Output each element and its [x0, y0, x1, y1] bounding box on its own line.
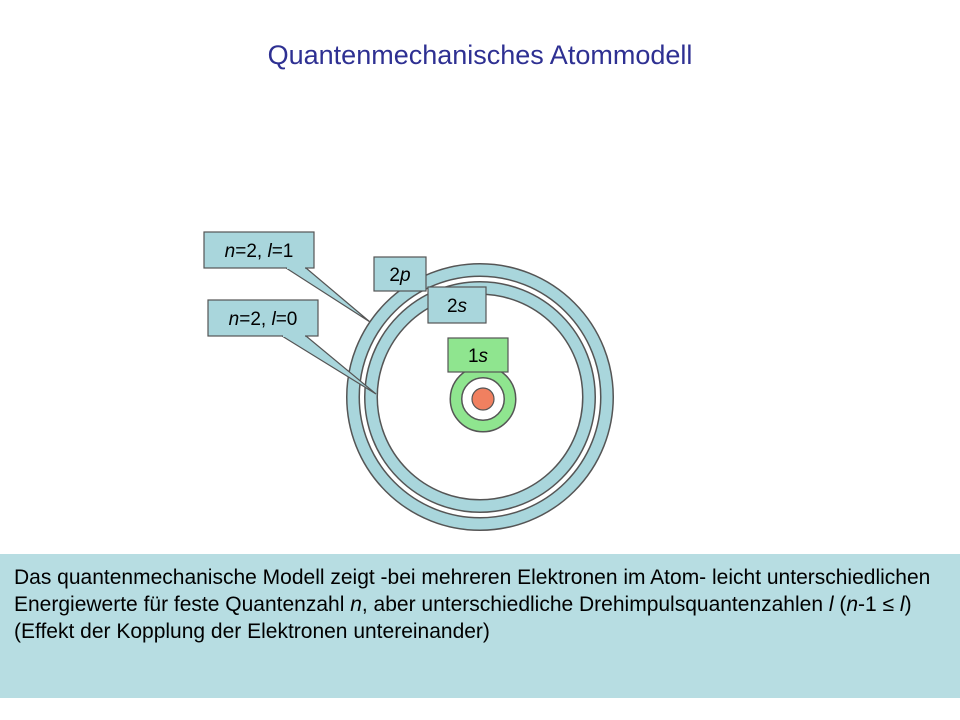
- orbital-2s-box: [427, 286, 487, 324]
- caption-text: Das quantenmechanische Modell zeigt -bei…: [14, 566, 931, 643]
- shell-2p-fill: [347, 264, 613, 530]
- nucleus: [471, 387, 495, 411]
- orbital-1s-label: 1s: [468, 346, 489, 367]
- caption-box: Das quantenmechanische Modell zeigt -bei…: [0, 554, 960, 698]
- orbital-1s-box: [447, 337, 509, 373]
- callout-l1-label: n=2, l=1: [225, 241, 294, 262]
- slide-title: Quantenmechanisches Atommodell: [267, 40, 693, 70]
- orbital-2p-label: 2p: [389, 265, 410, 286]
- orbital-2p-box: [373, 256, 427, 292]
- callout-l1-box: [203, 231, 315, 269]
- callout-l0-label: n=2, l=0: [229, 309, 298, 330]
- callout-l0-box: [207, 299, 319, 337]
- orbital-2s-label: 2s: [447, 296, 468, 317]
